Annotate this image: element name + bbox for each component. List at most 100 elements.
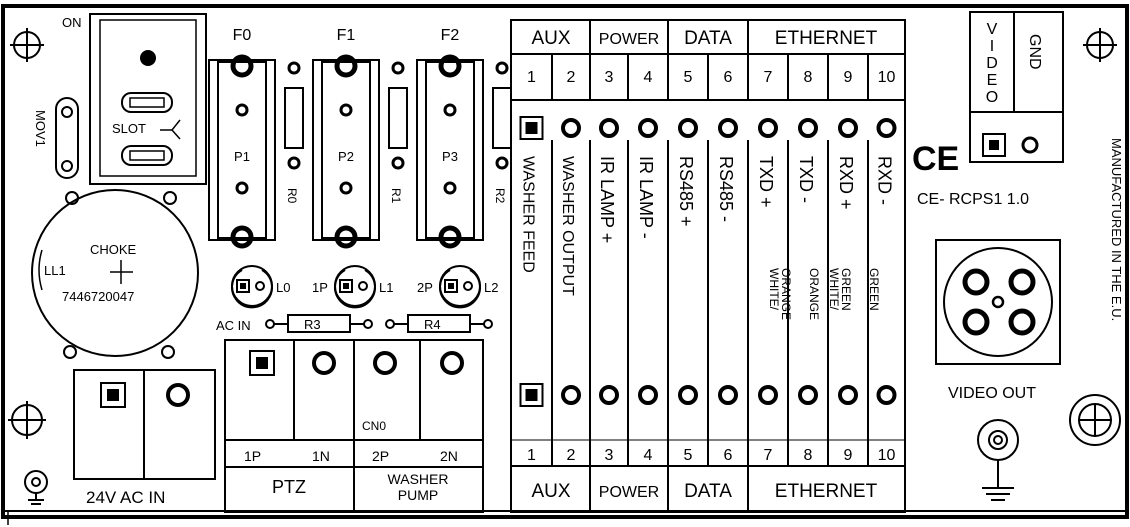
switch-knob [140, 50, 156, 66]
terminal-group-top: AUX [531, 28, 570, 49]
fuse-part-label: P1 [234, 149, 250, 164]
pin-number-top: 9 [844, 69, 853, 86]
pin-label: TXD + [756, 156, 776, 208]
slot-bottom-inner [129, 150, 165, 161]
pin-label: WASHER FEED [520, 156, 537, 273]
pin-number-bottom: 3 [605, 447, 614, 464]
cn0-connector [224, 339, 484, 513]
video-pad-1-core [989, 140, 999, 150]
slot-top [121, 92, 173, 113]
terminal-group-top: DATA [684, 28, 732, 49]
terminal-pad-bottom [798, 385, 818, 405]
manufactured-label: MANUFACTURED IN THE E.U. [1109, 138, 1124, 321]
terminal-pad-top [876, 118, 897, 138]
ground-icon-video [977, 419, 1019, 501]
resistor-r4 [385, 314, 493, 333]
terminal-group-top: ETHERNET [775, 28, 878, 49]
fuse-holder-2 [416, 54, 512, 249]
pin-wire-color: GREEN [867, 268, 881, 311]
led-prefix: 1P [312, 280, 328, 295]
pin-label: TXD - [796, 156, 816, 203]
ptz-pin-1p: 1P [244, 448, 261, 464]
resistor-r3 [265, 314, 373, 333]
pin-wire-color: WHITE/ [767, 268, 781, 311]
fuse-resistor-label: R1 [389, 188, 403, 204]
terminal-pad-top [519, 116, 544, 140]
fuse-label: F0 [233, 27, 252, 44]
slot-arrow-icon [160, 119, 181, 140]
terminal-pad-bottom [678, 385, 698, 405]
pin-label: RXD - [875, 156, 895, 205]
terminal-pad-top [561, 118, 581, 138]
switch-body [89, 13, 207, 185]
video-label: VIDEO [986, 21, 998, 106]
terminal-group-bottom: POWER [599, 484, 659, 501]
terminal-pad-bottom [876, 385, 897, 405]
model-label: CE- RCPS1 1.0 [917, 191, 1029, 208]
terminal-pad-bottom [561, 385, 581, 405]
pin-label: RS485 - [716, 156, 736, 222]
terminal-pad-bottom [638, 385, 658, 405]
pin-number-top: 8 [804, 69, 813, 86]
mounting-hole-right [1069, 394, 1121, 446]
pin-number-top: 10 [878, 69, 896, 86]
mounting-hole-top-left [10, 28, 44, 62]
ac-pad-1-core [107, 389, 119, 401]
mov-pad [61, 160, 73, 172]
pin-wire-color: GREEN [839, 268, 853, 311]
fuse-part-label: P2 [338, 149, 354, 164]
resistor-r3-label: R3 [304, 317, 321, 332]
terminal-pad-top [678, 118, 698, 138]
video-out-connector [935, 239, 1061, 365]
led-label: L0 [276, 280, 290, 295]
fuse-label: F1 [337, 27, 356, 44]
pin-number-bottom: 9 [844, 447, 853, 464]
pin-number-top: 2 [567, 69, 576, 86]
switch-on-label: ON [62, 15, 82, 30]
pin-number-bottom: 4 [644, 447, 653, 464]
cn0-pad-4 [440, 351, 464, 375]
ptz-label: PTZ [272, 477, 306, 497]
ac-in-label: AC IN [216, 318, 251, 333]
choke [31, 189, 199, 359]
video-letter: O [986, 89, 998, 106]
pin-label: RS485 + [676, 156, 696, 227]
video-out-label: VIDEO OUT [948, 385, 1036, 402]
ac-pad-1 [100, 382, 126, 408]
cn0-pad-1-core [256, 357, 268, 369]
gnd-label: GND [1026, 34, 1043, 70]
led-0 [231, 265, 273, 309]
pin-number-bottom: 5 [684, 447, 693, 464]
pin-wire-color: WHITE/ [827, 268, 841, 311]
led-1 [334, 265, 376, 309]
mounting-hole-top-right [1083, 28, 1117, 62]
video-letter: D [986, 55, 998, 72]
pin-number-bottom: 1 [527, 447, 536, 464]
mounting-hole-left [8, 401, 46, 439]
pin-label: IR LAMP + [597, 156, 617, 243]
video-letter: I [990, 38, 994, 55]
pin-number-bottom: 7 [764, 447, 773, 464]
fuse-holder-1 [312, 54, 408, 249]
terminal-pad-top-core [525, 122, 538, 134]
choke-part-number: 7446720047 [62, 289, 134, 304]
fuse-resistor-label: R0 [285, 188, 299, 204]
terminal-pad-top [798, 118, 818, 138]
ptz-pin-1n: 1N [312, 448, 330, 464]
pin-number-bottom: 10 [878, 447, 896, 464]
terminal-pad-top [838, 118, 858, 138]
slot-bottom [121, 145, 173, 166]
terminal-group-bottom: DATA [684, 481, 732, 502]
slot-label: SLOT [112, 121, 146, 136]
terminal-pad-bottom [838, 385, 858, 405]
pin-number-top: 4 [644, 69, 653, 86]
pin-number-top: 6 [724, 69, 733, 86]
led-prefix: 2P [417, 280, 433, 295]
ce-mark: CE [912, 140, 959, 178]
pin-label: RXD + [836, 156, 856, 210]
terminal-pad-bottom-core [525, 389, 538, 401]
mov-pad [61, 106, 73, 118]
ac-block-label: 24V AC IN [86, 488, 165, 507]
